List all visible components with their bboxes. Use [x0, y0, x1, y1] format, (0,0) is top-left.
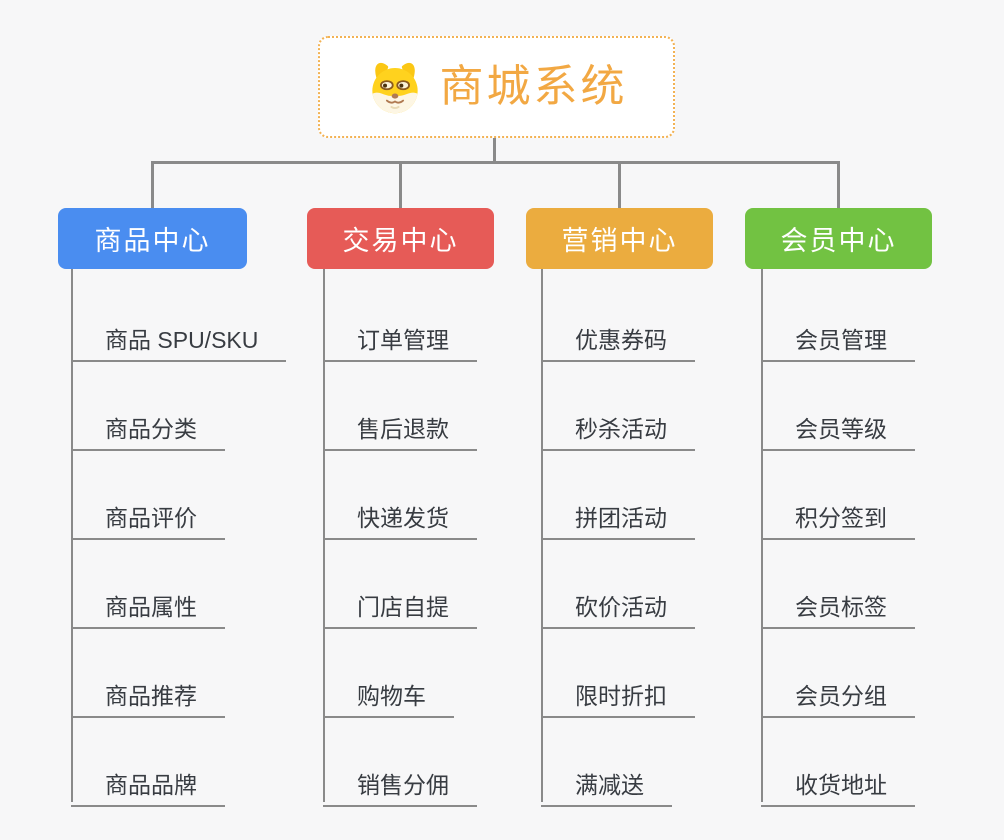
subtopic-product-category[interactable]: 商品分类 [71, 408, 225, 451]
connector-drop-1 [151, 161, 154, 209]
branch-topic-products[interactable]: 商品中心 [58, 208, 247, 269]
branch-line-trade [323, 269, 325, 802]
subtopic-product-attribute[interactable]: 商品属性 [71, 586, 225, 629]
subtopic-coupon-code[interactable]: 优惠券码 [541, 319, 695, 362]
subtopic-limited-time-discount[interactable]: 限时折扣 [541, 675, 695, 718]
branch-topic-members[interactable]: 会员中心 [745, 208, 932, 269]
subtopic-order-management[interactable]: 订单管理 [323, 319, 477, 362]
subtopic-member-level[interactable]: 会员等级 [761, 408, 915, 451]
subtopic-product-brand[interactable]: 商品品牌 [71, 764, 225, 807]
subtopic-express-delivery[interactable]: 快递发货 [323, 497, 477, 540]
subtopic-product-recommend[interactable]: 商品推荐 [71, 675, 225, 718]
subtopic-member-management[interactable]: 会员管理 [761, 319, 915, 362]
subtopic-product-spu-sku[interactable]: 商品 SPU/SKU [71, 319, 287, 362]
connector-drop-3 [618, 161, 621, 209]
root-topic[interactable]: 商城系统 [318, 36, 675, 138]
dog-face-icon [371, 62, 418, 114]
branch-line-members [761, 269, 763, 802]
subtopic-shopping-cart[interactable]: 购物车 [323, 675, 454, 718]
connector-root-stem [493, 138, 496, 164]
connector-drop-4 [837, 161, 840, 209]
subtopic-bargain-activity[interactable]: 砍价活动 [541, 586, 695, 629]
subtopic-member-groups[interactable]: 会员分组 [761, 675, 915, 718]
branch-line-products [71, 269, 73, 802]
subtopic-product-review[interactable]: 商品评价 [71, 497, 225, 540]
connector-drop-2 [399, 161, 402, 209]
subtopic-spend-and-save[interactable]: 满减送 [541, 764, 672, 807]
branch-topic-trade[interactable]: 交易中心 [307, 208, 494, 269]
branch-line-marketing [541, 269, 543, 802]
subtopic-points-checkin[interactable]: 积分签到 [761, 497, 915, 540]
connector-rail [151, 161, 840, 164]
subtopic-store-pickup[interactable]: 门店自提 [323, 586, 477, 629]
root-topic-label: 商城系统 [439, 62, 628, 111]
subtopic-group-buy[interactable]: 拼团活动 [541, 497, 695, 540]
subtopic-member-tags[interactable]: 会员标签 [761, 586, 915, 629]
branch-topic-marketing[interactable]: 营销中心 [526, 208, 713, 269]
subtopic-flash-sale[interactable]: 秒杀活动 [541, 408, 695, 451]
subtopic-shipping-address[interactable]: 收货地址 [761, 764, 915, 807]
subtopic-aftersale-refund[interactable]: 售后退款 [323, 408, 477, 451]
subtopic-sales-commission[interactable]: 销售分佣 [323, 764, 477, 807]
